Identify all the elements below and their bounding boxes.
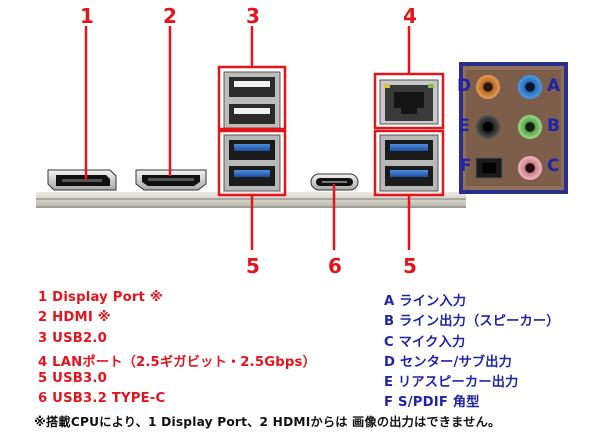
jack-b-green (518, 115, 542, 139)
lan-port (379, 79, 439, 125)
legend-item-a: A ライン入力 (384, 294, 467, 309)
audio-jacks-panel (459, 62, 568, 194)
callout-number-2: 2 (163, 4, 177, 28)
audio-label-f: F (460, 156, 472, 176)
callout-number-1: 1 (80, 4, 94, 28)
callout-number-6: 6 (328, 254, 342, 278)
jack-a-blue (518, 75, 542, 99)
usb3-ports-right (379, 134, 439, 192)
legend-item-f: F S/PDIF 角型 (384, 395, 480, 410)
legend-item-d: D センター/サブ出力 (384, 355, 513, 370)
usb3-ports-left (223, 134, 281, 192)
footnote: ※搭載CPUにより、1 Display Port、2 HDMIからは 画像の出力… (34, 415, 501, 429)
legend-item-2: 2 HDMI ※ (38, 310, 111, 325)
jack-c-pink (518, 156, 542, 180)
legend-item-4: 4 LANポート（2.5ギガビット・2.5Gbps） (38, 355, 316, 370)
legend-item-5: 5 USB3.0 (38, 371, 107, 386)
audio-label-b: B (547, 116, 560, 136)
legend-item-1: 1 Display Port ※ (38, 290, 163, 305)
legend-item-b: B ライン出力（スピーカー） (384, 314, 560, 329)
jack-e-black (476, 115, 500, 139)
audio-label-a: A (547, 76, 561, 96)
jack-d-orange (476, 75, 500, 99)
callout-number-3: 3 (246, 4, 260, 28)
usb2-ports (223, 71, 281, 129)
legend-item-3: 3 USB2.0 (38, 331, 107, 346)
displayport-connector (47, 169, 117, 191)
audio-label-c: C (547, 156, 560, 176)
hdmi-connector (135, 169, 207, 191)
legend-item-e: E リアスピーカー出力 (384, 375, 519, 390)
legend-item-c: C マイク入力 (384, 335, 466, 350)
audio-label-d: D (457, 76, 472, 96)
legend-item-6: 6 USB3.2 TYPE-C (38, 391, 166, 406)
callout-number-4: 4 (403, 4, 417, 28)
usb-type-c-connector (310, 173, 359, 191)
audio-label-e: E (458, 116, 470, 136)
callout-number-5-right: 5 (403, 254, 417, 278)
callout-number-5-left: 5 (246, 254, 260, 278)
